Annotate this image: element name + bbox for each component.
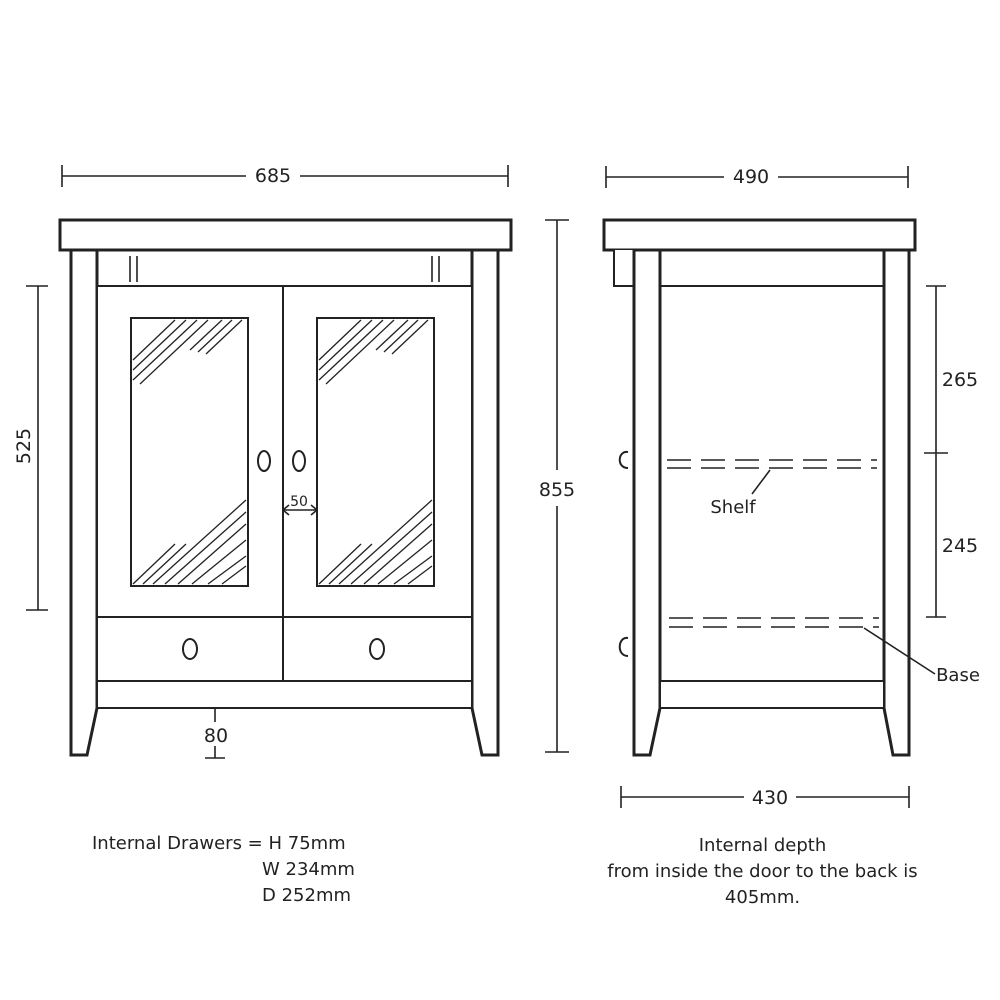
front-width-label: 685 — [255, 165, 291, 187]
door-height-dimension: 525 — [13, 285, 48, 611]
right-drawer-knob — [369, 638, 385, 660]
side-door-knob — [618, 450, 629, 469]
side-view: 490 Shelf Base — [602, 166, 980, 809]
base-label: Base — [936, 665, 980, 686]
right-door-knob — [292, 450, 306, 472]
front-width-dimension: 685 — [61, 165, 509, 187]
drawer-note-line3: D 252mm — [262, 885, 352, 906]
internal-depth-note: Internal depth from inside the door to t… — [590, 833, 935, 911]
front-worktop — [58, 218, 513, 252]
leg-height-dimension: 80 — [204, 708, 228, 759]
drawer-note-line2: W 234mm — [262, 859, 355, 880]
shelf-label: Shelf — [710, 497, 756, 518]
upper-gap-label: 265 — [942, 369, 978, 391]
side-depth-label: 490 — [733, 166, 769, 188]
side-drawer-knob — [618, 636, 629, 657]
side-back-leg — [882, 248, 911, 757]
front-left-leg — [69, 248, 99, 757]
drawer-dimensions-note: Internal Drawers = H 75mm W 234mm D 252m… — [92, 831, 392, 909]
drawer-note-line1: Internal Drawers = H 75mm — [92, 833, 346, 854]
front-right-leg — [470, 248, 500, 757]
overall-height-dimension: 855 — [539, 219, 575, 753]
right-glass-panel — [316, 317, 435, 587]
depth-note-line2: from inside the door to the back is — [607, 861, 918, 882]
left-door-knob — [257, 450, 271, 472]
depth-note-line1: Internal depth — [698, 835, 827, 856]
leg-height-label: 80 — [204, 725, 228, 747]
front-view: 685 — [13, 165, 513, 759]
side-door-lip — [613, 250, 635, 287]
internal-depth-dimension: 430 — [620, 786, 910, 809]
door-gap-dimension: 50 — [281, 494, 319, 516]
side-depth-dimension: 490 — [605, 166, 909, 188]
side-worktop — [602, 218, 917, 252]
side-front-leg — [632, 248, 662, 757]
glass-reflection-hatching — [132, 319, 433, 585]
lower-gap-label: 245 — [942, 535, 978, 557]
left-drawer-knob — [182, 638, 198, 660]
left-glass-panel — [130, 317, 249, 587]
door-gap-label: 50 — [290, 494, 308, 510]
internal-depth-label: 430 — [752, 787, 788, 809]
door-height-label: 525 — [13, 428, 35, 464]
internal-height-dimensions: 265 245 — [924, 285, 980, 618]
depth-note-line3: 405mm. — [724, 887, 801, 908]
side-bottom-rail — [659, 680, 885, 709]
overall-height-label: 855 — [539, 479, 575, 501]
front-bottom-rail — [96, 680, 473, 709]
